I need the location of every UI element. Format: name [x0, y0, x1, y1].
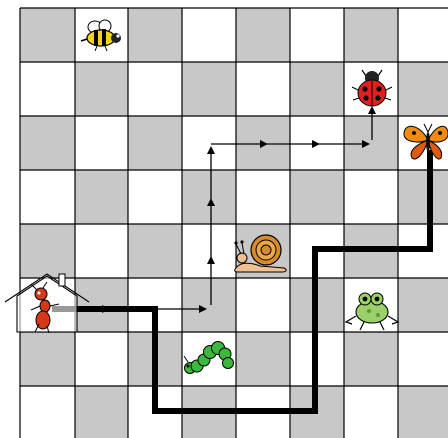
board-cell — [75, 278, 128, 332]
board-cell — [182, 8, 236, 62]
board-cell — [20, 332, 75, 386]
board-cell — [398, 170, 448, 224]
board-cell — [344, 386, 398, 438]
board-cell — [182, 278, 236, 332]
board-cell — [128, 62, 182, 116]
board-cell — [182, 170, 236, 224]
board-cell — [290, 116, 344, 170]
board-cell — [75, 170, 128, 224]
board-cell — [344, 332, 398, 386]
board-cell — [236, 116, 290, 170]
board-cell — [236, 170, 290, 224]
board-cell — [75, 116, 128, 170]
board-cell — [398, 62, 448, 116]
board-cell — [236, 332, 290, 386]
board-cell — [75, 332, 128, 386]
board-cell — [20, 224, 75, 278]
board-cell — [75, 224, 128, 278]
board-cell — [182, 116, 236, 170]
board-cell — [20, 170, 75, 224]
board-cell — [20, 116, 75, 170]
board-cell — [344, 116, 398, 170]
board-cell — [344, 8, 398, 62]
board-cell — [236, 62, 290, 116]
board-cell — [344, 170, 398, 224]
board-cell — [75, 386, 128, 438]
board-cell — [20, 62, 75, 116]
board-cell — [398, 8, 448, 62]
board-cell — [128, 170, 182, 224]
board-cell — [236, 278, 290, 332]
board-cell — [290, 170, 344, 224]
board-cell — [128, 8, 182, 62]
board-cell — [20, 386, 75, 438]
board-cell — [20, 8, 75, 62]
board-cell — [75, 62, 128, 116]
board-cell — [290, 62, 344, 116]
board-cell — [398, 332, 448, 386]
board-cell — [128, 116, 182, 170]
board-cell — [128, 224, 182, 278]
board-cell — [398, 278, 448, 332]
board-cell — [290, 8, 344, 62]
board-cell — [398, 386, 448, 438]
board-cell — [182, 224, 236, 278]
board-cell — [182, 62, 236, 116]
board-cell — [236, 8, 290, 62]
